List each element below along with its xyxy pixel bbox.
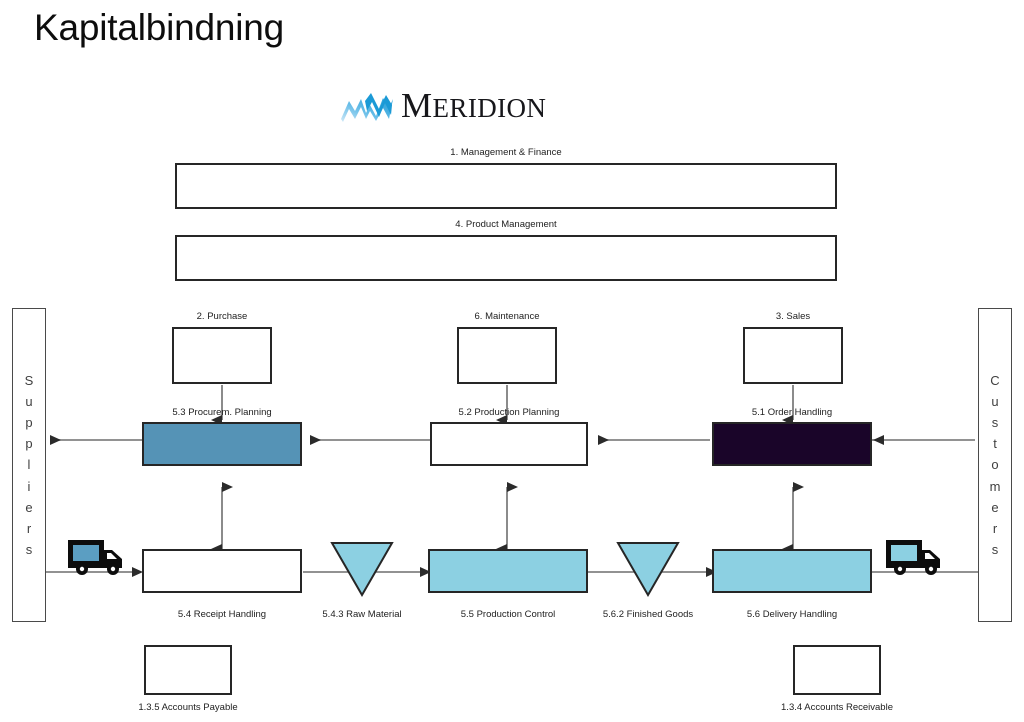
box-label-purchase: 2. Purchase (196, 311, 248, 322)
wordmark-rest: ERIDION (432, 93, 547, 123)
triangle-raw-material[interactable] (330, 541, 394, 597)
box-receipt-handling[interactable] (142, 549, 302, 593)
customers-letter: t (993, 436, 997, 452)
customers-letter: r (992, 520, 998, 536)
customers-letter: o (991, 457, 999, 473)
customers-letter: e (991, 499, 999, 515)
box-accounts-payable[interactable] (144, 645, 232, 695)
suppliers-letter: e (25, 499, 33, 515)
suppliers-letter: p (25, 436, 33, 452)
customers-letter: m (989, 478, 1001, 494)
customers-letter: u (991, 394, 999, 410)
box-label-receipt-handling: 5.4 Receipt Handling (177, 609, 267, 620)
box-label-procurement-planning: 5.3 Procurem. Planning (172, 407, 272, 418)
suppliers-letter: u (25, 394, 33, 410)
suppliers-letter: s (25, 541, 33, 557)
band-management-finance[interactable] (175, 163, 837, 209)
box-label-order-handling: 5.1 Order Handling (751, 407, 833, 418)
page-title: Kapitalbindning (34, 7, 285, 48)
box-accounts-receivable[interactable] (793, 645, 881, 695)
box-delivery-handling[interactable] (712, 549, 872, 593)
sidebar-suppliers[interactable]: S u p p l i e r s (12, 308, 46, 622)
suppliers-letter: l (27, 457, 31, 473)
customers-letter: C (990, 373, 1000, 389)
triangle-finished-goods[interactable] (616, 541, 680, 597)
box-label-maintenance: 6. Maintenance (474, 311, 540, 322)
box-maintenance[interactable] (457, 327, 557, 384)
triangle-label-finished-goods: 5.6.2 Finished Goods (602, 609, 694, 620)
box-label-sales: 3. Sales (775, 311, 811, 322)
meridion-wordmark: MERIDION (401, 88, 546, 123)
box-sales[interactable] (743, 327, 843, 384)
suppliers-letter: r (26, 520, 32, 536)
box-label-production-control: 5.5 Production Control (460, 609, 556, 620)
customers-letter: s (991, 541, 999, 557)
inbound-truck-icon (68, 540, 122, 575)
box-production-control[interactable] (428, 549, 588, 593)
triangle-label-raw-material: 5.4.3 Raw Material (322, 609, 402, 620)
band-label-product-management: 4. Product Management (455, 219, 557, 230)
box-procurement-planning[interactable] (142, 422, 302, 466)
box-label-delivery-handling: 5.6 Delivery Handling (746, 609, 838, 620)
box-order-handling[interactable] (712, 422, 872, 466)
box-purchase[interactable] (172, 327, 272, 384)
box-label-accounts-payable: 1.3.5 Accounts Payable (138, 702, 238, 713)
meridion-logo: MERIDION (339, 88, 546, 123)
band-product-management[interactable] (175, 235, 837, 281)
customers-letter: s (991, 415, 999, 431)
suppliers-letter: i (27, 478, 31, 494)
box-label-production-planning: 5.2 Production Planning (458, 407, 560, 418)
suppliers-letter: S (24, 373, 34, 389)
wordmark-initial: M (401, 86, 433, 125)
sidebar-customers[interactable]: C u s t o m e r s (978, 308, 1012, 622)
box-production-planning[interactable] (430, 422, 588, 466)
box-label-accounts-receivable: 1.3.4 Accounts Receivable (781, 702, 893, 713)
band-label-management-finance: 1. Management & Finance (450, 147, 562, 158)
outbound-truck-icon (886, 540, 940, 575)
meridion-mark-icon (341, 92, 393, 122)
suppliers-letter: p (25, 415, 33, 431)
